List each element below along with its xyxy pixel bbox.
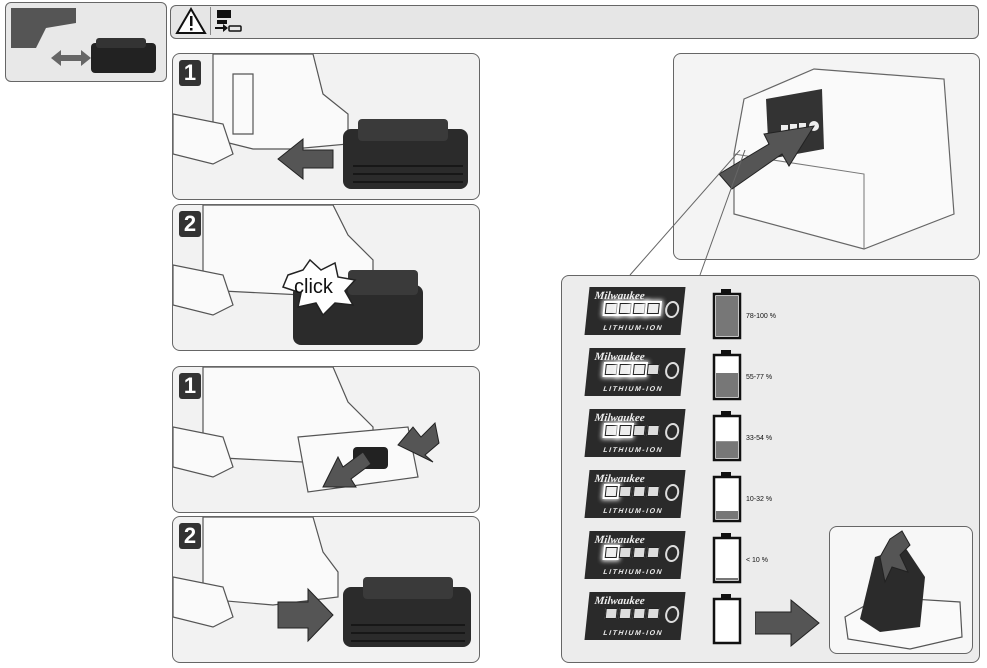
charge-level-label: 78-100 % <box>746 313 776 320</box>
brand-text: Milwaukee <box>593 534 646 546</box>
step-number: 1 <box>179 373 201 399</box>
brand-text: Milwaukee <box>593 595 646 607</box>
gauge-button-icon <box>664 301 681 318</box>
led-indicator <box>632 608 646 619</box>
led-indicator <box>604 364 618 375</box>
led-indicator <box>604 608 618 619</box>
pointer-arrow-icon <box>718 125 816 190</box>
led-indicator <box>632 425 646 436</box>
remove-step-2-panel: 2 <box>172 516 480 663</box>
step-number: 2 <box>179 211 201 237</box>
brand-text: Milwaukee <box>593 412 646 424</box>
battery-tool-icon <box>210 7 245 35</box>
remove-step-1-panel: 1 <box>172 366 480 513</box>
charge-level-label: < 10 % <box>746 557 768 564</box>
warning-triangle-icon <box>175 7 207 35</box>
led-indicator <box>618 547 632 558</box>
battery-level-icon <box>712 411 742 462</box>
battery-level-icon <box>712 472 742 523</box>
remove-arrow-icon <box>277 587 334 643</box>
to-charger-arrow-icon <box>755 598 820 648</box>
led-indicator <box>646 486 660 497</box>
brand-text: Milwaukee <box>593 290 646 302</box>
led-indicator <box>618 608 632 619</box>
led-indicator <box>618 303 632 314</box>
battery-level-icon <box>712 289 742 340</box>
charge-level-label: 10-32 % <box>746 496 773 503</box>
gauge-button-icon <box>664 423 681 440</box>
led-indicator <box>618 364 632 375</box>
charge-level-label: 55-77 % <box>746 374 773 381</box>
chemistry-text: LITHIUM-ION <box>602 569 664 576</box>
led-indicator <box>646 608 660 619</box>
header-thumbnail <box>5 2 167 82</box>
header-bar <box>170 5 979 39</box>
led-indicator <box>646 364 660 375</box>
battery-fill <box>716 441 738 458</box>
gauge-button-icon <box>664 484 681 501</box>
led-indicator <box>632 364 646 375</box>
battery-fill <box>716 296 738 336</box>
chemistry-text: LITHIUM-ION <box>602 447 664 454</box>
insert-arrow-icon <box>277 137 334 181</box>
brand-text: Milwaukee <box>593 473 646 485</box>
battery-fill <box>716 373 738 397</box>
press-arrow-left-icon <box>322 451 372 488</box>
connector-lines <box>629 150 746 276</box>
battery-fill <box>716 578 738 580</box>
led-indicator <box>646 547 660 558</box>
click-text: click <box>294 276 333 298</box>
led-indicator <box>604 486 618 497</box>
chemistry-text: LITHIUM-ION <box>602 325 664 332</box>
battery-closeup-panel <box>673 53 980 260</box>
led-indicator <box>632 486 646 497</box>
gauge-button-icon <box>664 362 681 379</box>
led-indicator <box>604 303 618 314</box>
insert-step-1-panel: 1 <box>172 53 480 200</box>
step-number: 2 <box>179 523 201 549</box>
led-indicator <box>646 425 660 436</box>
gauge-button-icon <box>664 606 681 623</box>
led-indicator <box>604 547 618 558</box>
battery-fill <box>716 511 738 519</box>
charge-level-label: 33-54 % <box>746 435 773 442</box>
led-indicator <box>618 425 632 436</box>
step-number: 1 <box>179 60 201 86</box>
brand-text: Milwaukee <box>593 351 646 363</box>
battery-level-icon <box>712 533 742 584</box>
charger-panel <box>829 526 973 654</box>
led-indicator <box>646 303 660 314</box>
chemistry-text: LITHIUM-ION <box>602 508 664 515</box>
insert-step-2-panel: 2 click <box>172 204 480 351</box>
click-burst-icon <box>281 258 357 317</box>
led-indicator <box>604 425 618 436</box>
chemistry-text: LITHIUM-ION <box>602 386 664 393</box>
chemistry-text: LITHIUM-ION <box>602 630 664 637</box>
battery-level-icon <box>712 350 742 401</box>
led-indicator <box>618 486 632 497</box>
battery-level-icon <box>712 594 742 645</box>
gauge-button-icon <box>664 545 681 562</box>
press-arrow-right-icon <box>397 421 440 463</box>
led-indicator <box>632 547 646 558</box>
led-indicator <box>632 303 646 314</box>
